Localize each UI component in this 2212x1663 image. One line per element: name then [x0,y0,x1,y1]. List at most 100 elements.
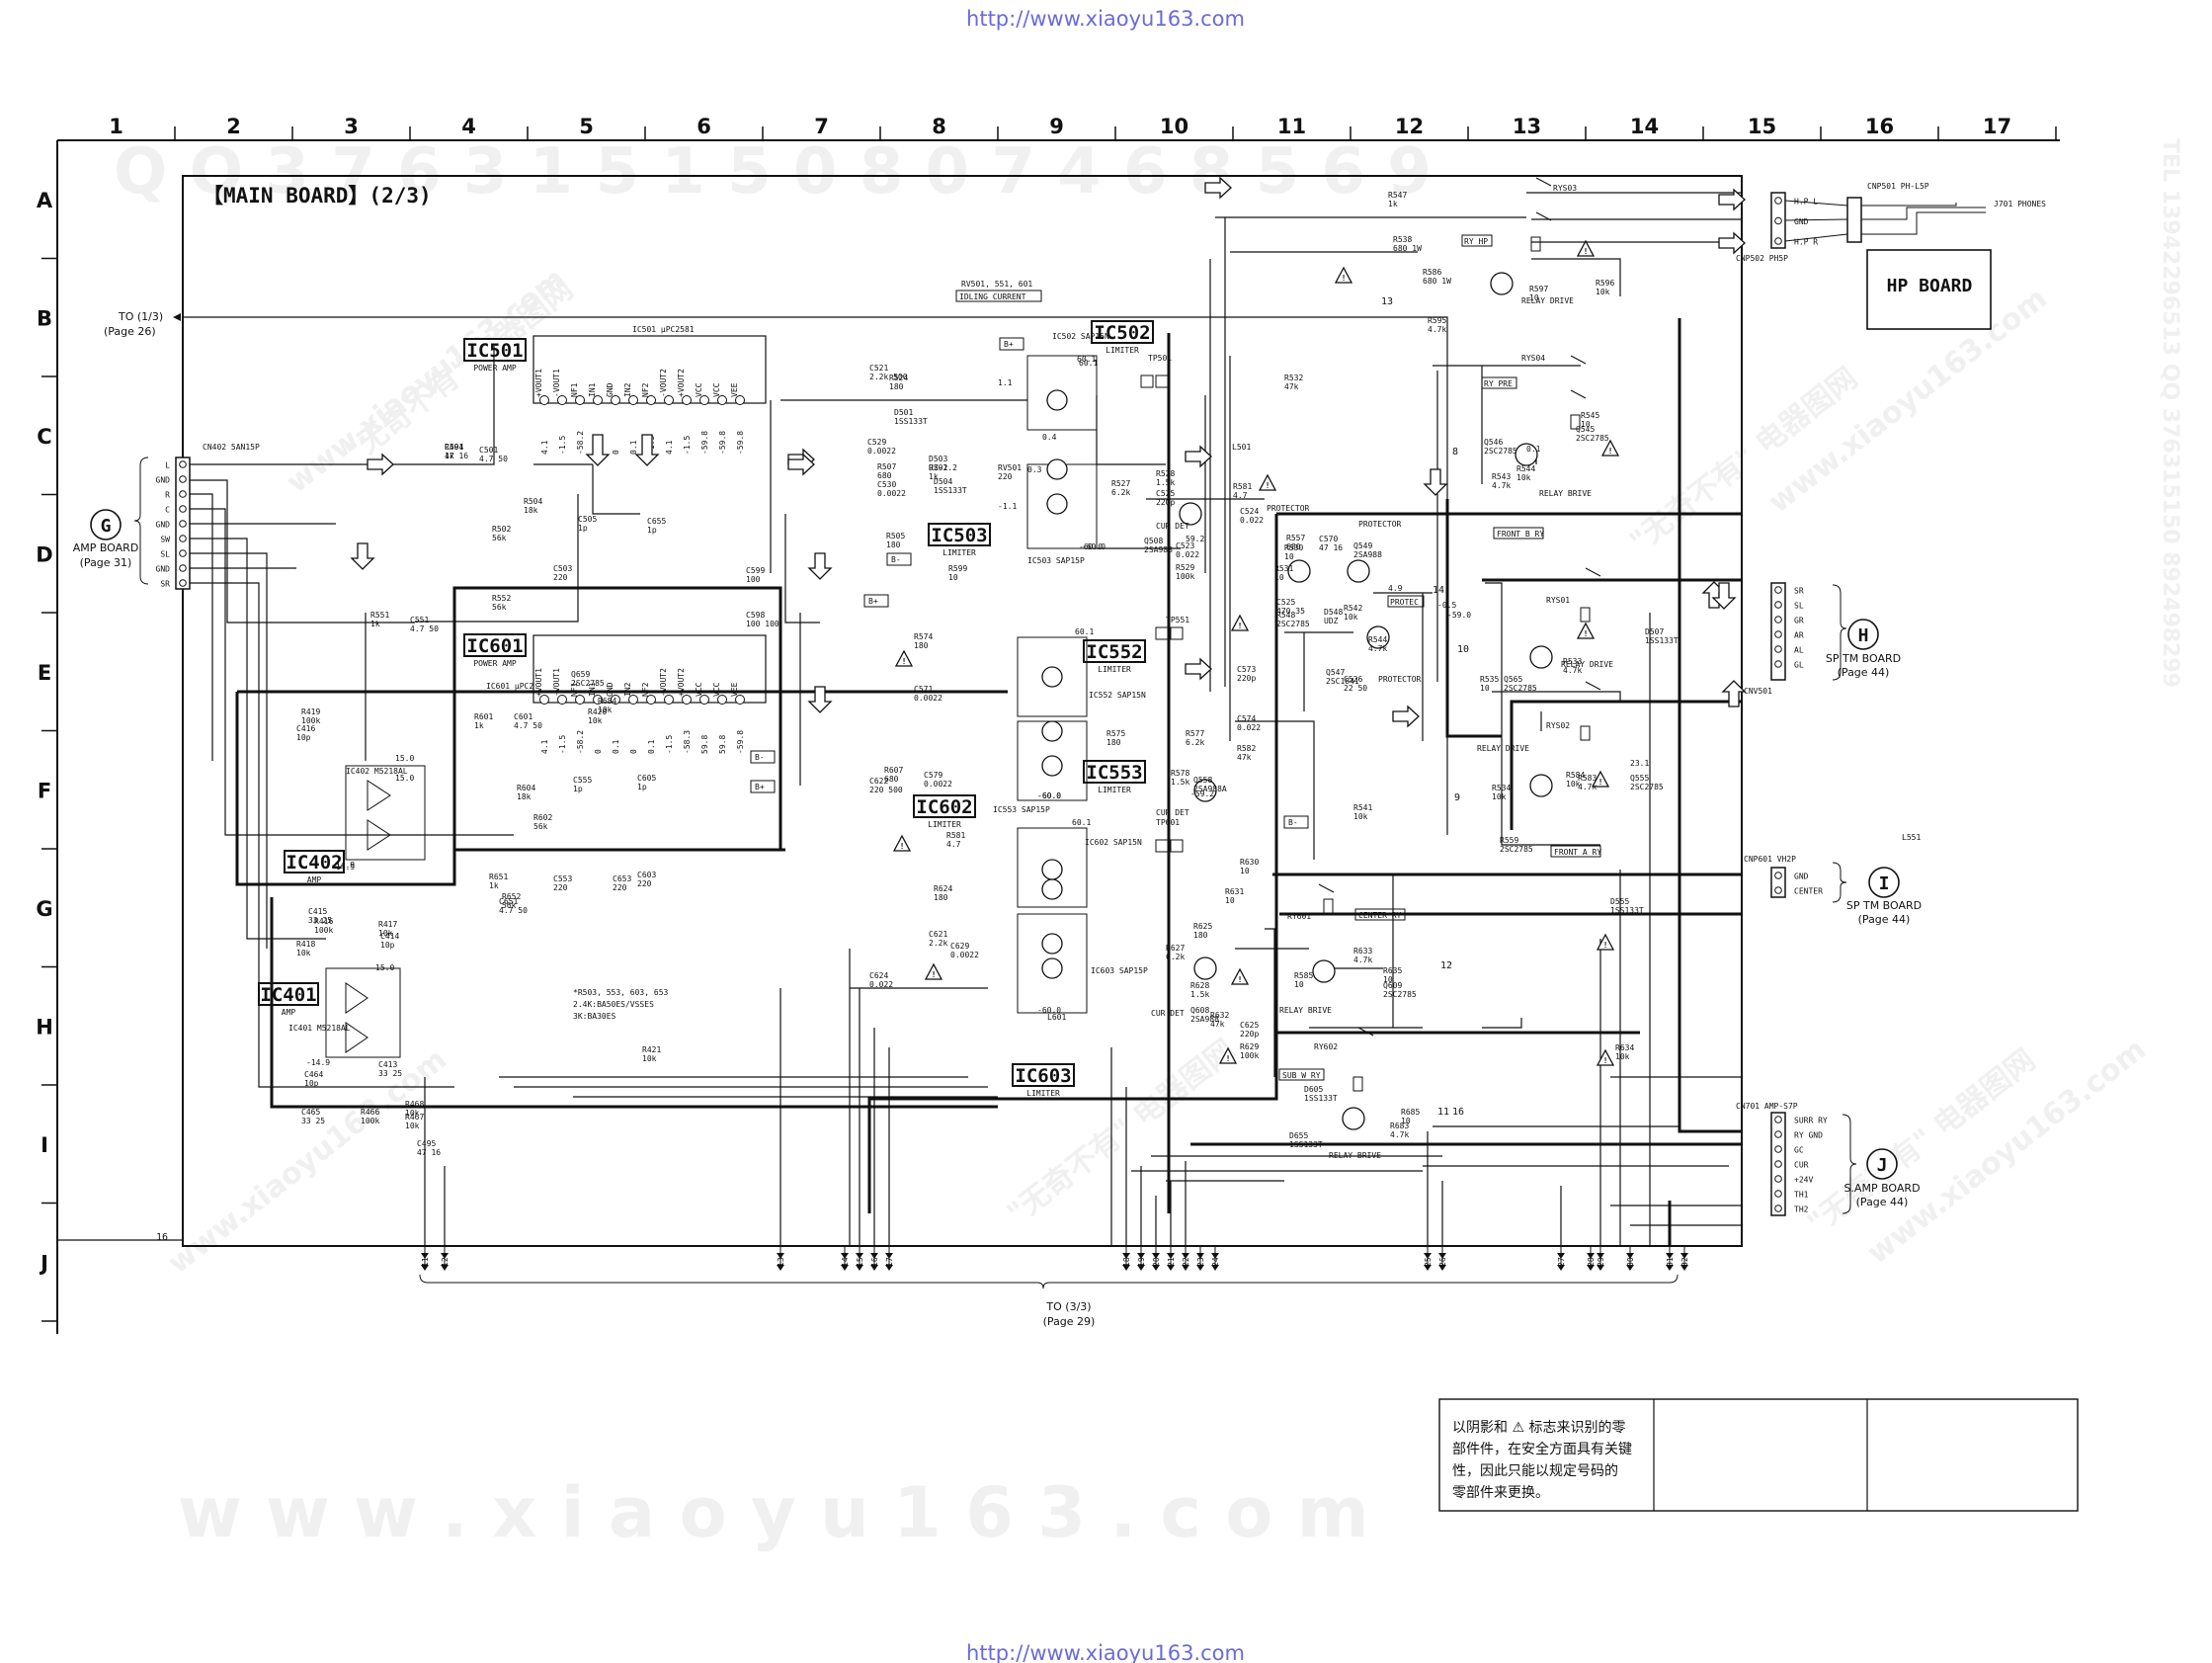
svg-text:33 25: 33 25 [301,1117,325,1125]
svg-text:10: 10 [1294,980,1304,989]
note-box-line-1: 以阴影和 ⚠ 标志来识别的零 [1452,1420,1625,1436]
ic501-pins-volt-8: -1.5 [683,436,692,455]
svg-text:R542: R542 [1344,604,1362,613]
svg-text:L551: L551 [1902,833,1921,842]
ic401-sub: AMP [282,1008,296,1017]
rys03-label: RYS03 [1553,184,1577,193]
ic501-pins-name-0: +VOUT1 [534,369,543,397]
svg-text:R582: R582 [1237,744,1256,753]
svg-text:15.0: 15.0 [395,754,414,763]
svg-text:0.0022: 0.0022 [877,489,906,498]
svg-text:C464: C464 [304,1070,323,1079]
column-label-5: 5 [579,115,594,138]
ic601-pins-volt-1: -1.5 [558,735,567,754]
wire-number-6: 11 [1437,1107,1449,1118]
wire-number-3: 9 [1454,792,1460,803]
ic601-sub: POWER AMP [473,659,517,668]
ic601-pins-name-5: IN2 [623,682,632,697]
svg-text:C525: C525 [1276,598,1295,607]
svg-text:C529: C529 [867,438,886,447]
svg-text:680 1W: 680 1W [1393,244,1422,253]
svg-text:!: ! [902,657,907,666]
svg-text:4.7 50: 4.7 50 [410,624,439,633]
svg-text:D555: D555 [1610,897,1629,906]
svg-text:C414: C414 [380,932,399,941]
amp-board-page: (Page 31) [80,556,132,569]
column-label-16: 16 [1865,115,1894,138]
row-label-B: B [37,306,52,330]
svg-text:R577: R577 [1186,729,1204,738]
column-label-4: 4 [461,115,476,138]
ic501-label: IC501 [466,340,523,362]
ic601-pins-name-10: VCC [712,682,721,697]
svg-text:180: 180 [934,893,948,902]
svg-text:2SC2785: 2SC2785 [1484,447,1517,456]
bottom-arrow-24: 24 [1211,1247,1220,1271]
bottom-arrow-13: 13 [777,1247,785,1271]
svg-text:0.0022: 0.0022 [950,951,979,959]
footer-url[interactable]: http://www.xiaoyu163.com [966,1641,1245,1663]
row-label-C: C [37,425,51,449]
cn701-pins-pin-5: TH1 [1794,1191,1809,1200]
svg-text:15.0: 15.0 [375,963,394,972]
svg-text:1k: 1k [1388,200,1398,208]
svg-text:R652: R652 [502,892,521,901]
svg-text:R574: R574 [914,632,933,641]
ic601-pins-name-7: -VOUT2 [659,668,668,697]
svg-text:!: ! [1584,629,1589,638]
svg-text:1SS133T: 1SS133T [1645,636,1679,645]
svg-text:56k: 56k [492,603,507,612]
column-label-1: 1 [109,115,123,138]
svg-text:R419: R419 [301,707,320,716]
svg-text:R624: R624 [934,884,952,893]
voltage-5: 0.4 [1042,433,1057,442]
ic501-pins-volt-1: -1.5 [558,436,567,455]
svg-text:1SS133T: 1SS133T [934,486,967,495]
svg-text:220p: 220p [1156,498,1175,507]
svg-text:RV501: RV501 [998,463,1022,472]
relay-brive-center: RELAY BRIVE [1279,1006,1332,1015]
svg-text:1SS133T: 1SS133T [1289,1140,1323,1149]
svg-text:15: 15 [856,1257,864,1267]
page-title: 【MAIN BOARD】(2/3) [203,184,432,208]
svg-text:R541: R541 [1353,803,1372,812]
column-label-15: 15 [1748,115,1776,138]
note-line-3: 3K:BA30ES [573,1012,616,1021]
s-amp-page: (Page 44) [1856,1196,1909,1208]
svg-text:4.7k: 4.7k [1428,325,1446,334]
svg-text:R628: R628 [1190,981,1209,990]
ic601-pins-name-4: GND [606,682,614,697]
svg-text:10k: 10k [642,1054,657,1063]
svg-text:4.7k: 4.7k [1563,666,1582,675]
svg-text:Q547: Q547 [1326,668,1345,677]
ic601-pins-name-8: +VOUT2 [677,668,686,697]
component-44: L501 [1232,443,1251,452]
svg-text:33 25: 33 25 [378,1069,402,1078]
b-plus-1: B+ [1004,340,1014,349]
svg-text:-60.0: -60.0 [1037,791,1061,800]
header-url[interactable]: http://www.xiaoyu163.com [966,7,1245,31]
ic553-sub: LIMITER [1098,786,1131,794]
svg-text:32: 32 [1680,1257,1689,1267]
bottom-arrow-20: 20 [1152,1247,1161,1271]
